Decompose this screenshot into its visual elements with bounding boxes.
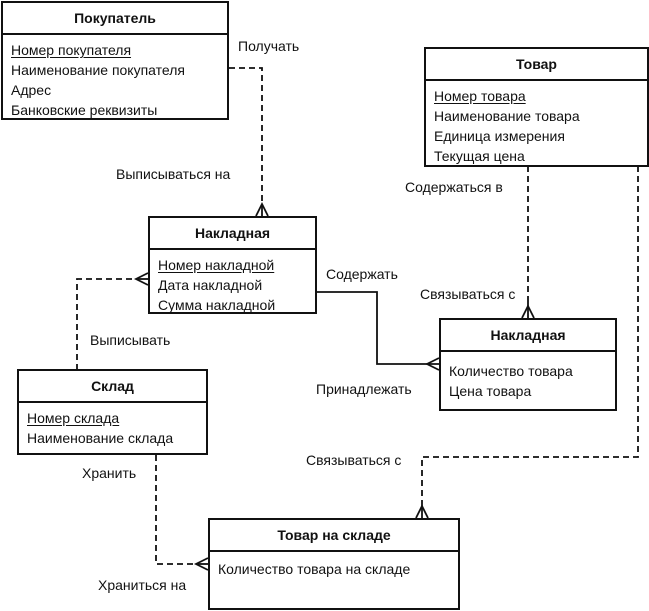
entity-warehouse-title: Склад — [19, 371, 206, 403]
entity-invoice-line: Накладная Количество товара Цена товара — [439, 318, 617, 411]
attribute: Дата накладной — [158, 277, 263, 293]
attribute: Количество товара — [449, 363, 573, 379]
entity-product-attributes: Номер товара Наименование товара Единица… — [426, 81, 647, 166]
entity-warehouse: Склад Номер склада Наименование склада — [17, 369, 208, 455]
crowfoot-stock-left — [193, 557, 209, 571]
entity-warehouse-attributes: Номер склада Наименование склада — [19, 403, 206, 448]
crowfoot-invoice-left — [133, 272, 149, 286]
attribute: Наименование склада — [27, 430, 174, 446]
attribute: Номер товара — [434, 88, 526, 104]
line-product-stock — [421, 166, 639, 505]
entity-buyer: Покупатель Номер покупателя Наименование… — [1, 1, 229, 120]
attribute: Текущая цена — [434, 148, 525, 164]
rel-label-receive: Получать — [238, 38, 300, 54]
line-invoice-invoiceline — [316, 291, 439, 365]
line-warehouse-stock — [155, 455, 196, 565]
entity-stock: Товар на складе Количество товара на скл… — [208, 518, 460, 610]
attribute: Наименование покупателя — [11, 62, 185, 78]
attribute: Номер накладной — [158, 257, 275, 273]
line-warehouse-invoice — [76, 278, 138, 370]
attribute: Банковские реквизиты — [11, 102, 158, 118]
crowfoot-invoice-top — [255, 201, 269, 217]
crowfoot-stock-top — [415, 503, 429, 519]
entity-invoice-line-attributes: Количество товара Цена товара — [441, 352, 615, 401]
rel-label-issue: Выписывать — [90, 332, 171, 348]
rel-label-store: Хранить — [82, 465, 137, 481]
crowfoot-invoiceline-left — [424, 357, 440, 371]
attribute: Единица измерения — [434, 128, 565, 144]
entity-invoice-attributes: Номер накладной Дата накладной Сумма нак… — [150, 250, 315, 315]
attribute: Цена товара — [449, 383, 532, 399]
entity-invoice-title: Накладная — [150, 218, 315, 250]
attribute: Количество товара на складе — [218, 561, 411, 577]
attribute: Наименование товара — [434, 108, 580, 124]
entity-invoice-line-title: Накладная — [441, 320, 615, 352]
rel-label-linked-with-1: Связываться с — [420, 286, 516, 302]
entity-invoice: Накладная Номер накладной Дата накладной… — [148, 216, 317, 314]
entity-buyer-title: Покупатель — [3, 3, 227, 35]
rel-label-belong: Принадлежать — [316, 381, 412, 397]
entity-stock-attributes: Количество товара на складе — [210, 552, 458, 579]
rel-label-linked-with-2: Связываться с — [306, 452, 402, 468]
entity-buyer-attributes: Номер покупателя Наименование покупателя… — [3, 35, 227, 120]
attribute: Номер склада — [27, 410, 120, 426]
line-buyer-invoice — [229, 67, 263, 204]
rel-label-contained-in: Содержаться в — [405, 179, 503, 195]
crowfoot-invoiceline-top — [521, 303, 535, 319]
rel-label-stored-in: Храниться на — [98, 577, 187, 593]
entity-product-title: Товар — [426, 49, 647, 81]
attribute: Адрес — [11, 82, 52, 98]
entity-product: Товар Номер товара Наименование товара Е… — [424, 47, 649, 167]
attribute: Сумма накладной — [158, 297, 276, 313]
rel-label-issued-to: Выписываться на — [116, 166, 231, 182]
entity-stock-title: Товар на складе — [210, 520, 458, 552]
attribute: Номер покупателя — [11, 42, 132, 58]
rel-label-contain: Содержать — [326, 266, 398, 282]
